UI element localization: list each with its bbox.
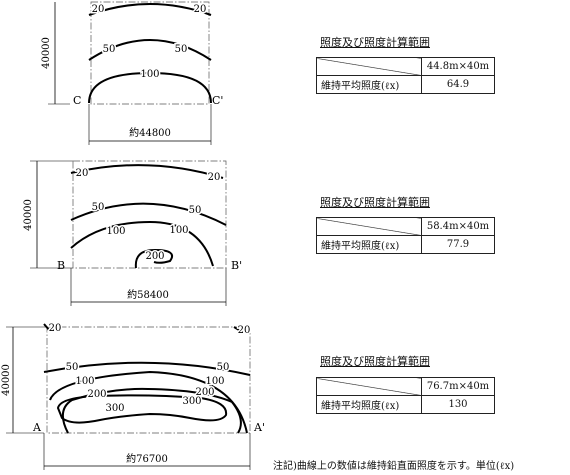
contour-50-line (43, 361, 251, 376)
footnote: 注記)曲線上の数値は維持鉛直面照度を示す。単位(ℓx) (273, 461, 515, 472)
contour-50-line (88, 39, 212, 61)
calc-area-value: 58.4m×40m (421, 217, 495, 236)
contour-200-line (61, 387, 242, 434)
height-dimension-label: 40000 (1, 364, 12, 396)
contour-label: 50 (103, 44, 116, 55)
illuminance-table-b: 58.4m×40m 維持平均照度(ℓx) 77.9 (316, 217, 495, 254)
contour-label: 20 (238, 325, 251, 336)
contour-label: 100 (169, 225, 188, 236)
contour-100-line (88, 71, 212, 104)
panel-c: 20 20 50 50 100 C C' 40000 約44800 (41, 1, 223, 145)
height-dimension-label: 40000 (23, 199, 34, 231)
height-dimension-label: 40000 (41, 37, 52, 69)
contour-200-line (134, 248, 174, 269)
calc-area-frame (46, 326, 251, 434)
diagonal-header-cell (316, 377, 422, 396)
illuminance-table-c: 44.8m×40m 維持平均照度(ℓx) 64.9 (316, 57, 495, 94)
contour-20-line (233, 326, 245, 334)
contour-label: 20 (194, 4, 207, 15)
contour-label: 300 (182, 396, 201, 407)
contour-label: 20 (49, 323, 62, 334)
illuminance-table-a: 76.7m×40m 維持平均照度(ℓx) 130 (316, 377, 495, 414)
section-left-label: C (73, 94, 81, 107)
contour-label: 200 (87, 389, 106, 400)
calc-area-frame (90, 1, 210, 105)
contour-50-line (70, 202, 227, 226)
section-right-label: A' (253, 421, 265, 434)
table-title: 照度及び照度計算範囲 (320, 196, 430, 209)
contour-label: 200 (145, 251, 164, 262)
panel-b: 20 20 50 50 100 100 200 B B' 40000 約5840… (23, 160, 242, 306)
contour-label: 100 (75, 376, 94, 387)
width-dimension-label: 約58400 (127, 288, 169, 301)
contour-label: 200 (195, 387, 214, 398)
section-left-label: A (32, 421, 42, 434)
avg-illuminance-label: 維持平均照度(ℓx) (316, 235, 422, 254)
contour-20-line (88, 3, 212, 16)
contour-20-line (43, 323, 51, 332)
diagonal-header-cell (316, 57, 422, 76)
avg-illuminance-value: 77.9 (421, 235, 495, 254)
contour-label: 20 (92, 4, 105, 15)
table-title: 照度及び照度計算範囲 (320, 355, 430, 368)
contour-20-line (70, 164, 224, 179)
contour-label: 50 (189, 205, 202, 216)
diagonal-header-cell (316, 217, 422, 236)
width-dimension-label: 約76700 (126, 452, 168, 465)
contour-label: 50 (92, 202, 105, 213)
contour-label: 100 (140, 69, 159, 80)
contour-label: 50 (175, 44, 188, 55)
avg-illuminance-value: 130 (421, 395, 495, 414)
contour-label: 50 (217, 362, 230, 373)
contour-label: 100 (106, 226, 125, 237)
calc-area-frame (72, 160, 227, 269)
calc-area-value: 44.8m×40m (421, 57, 495, 76)
panel-a: 20 20 50 50 100 100 200 200 300 300 A A'… (1, 322, 265, 470)
width-dimension-label: 約44800 (129, 126, 171, 139)
contour-100-line (70, 220, 214, 267)
section-left-label: B (57, 259, 65, 272)
contour-label: 300 (105, 403, 124, 414)
section-right-label: C' (212, 94, 223, 107)
table-title: 照度及び照度計算範囲 (320, 36, 430, 49)
contour-300-line (56, 394, 228, 424)
contour-label: 20 (208, 172, 221, 183)
section-right-label: B' (231, 259, 242, 272)
contour-label: 100 (205, 376, 224, 387)
calc-area-value: 76.7m×40m (421, 377, 495, 396)
contour-label: 50 (66, 362, 79, 373)
contour-label: 20 (76, 168, 89, 179)
avg-illuminance-label: 維持平均照度(ℓx) (316, 395, 422, 414)
avg-illuminance-value: 64.9 (421, 75, 495, 94)
avg-illuminance-label: 維持平均照度(ℓx) (316, 75, 422, 94)
